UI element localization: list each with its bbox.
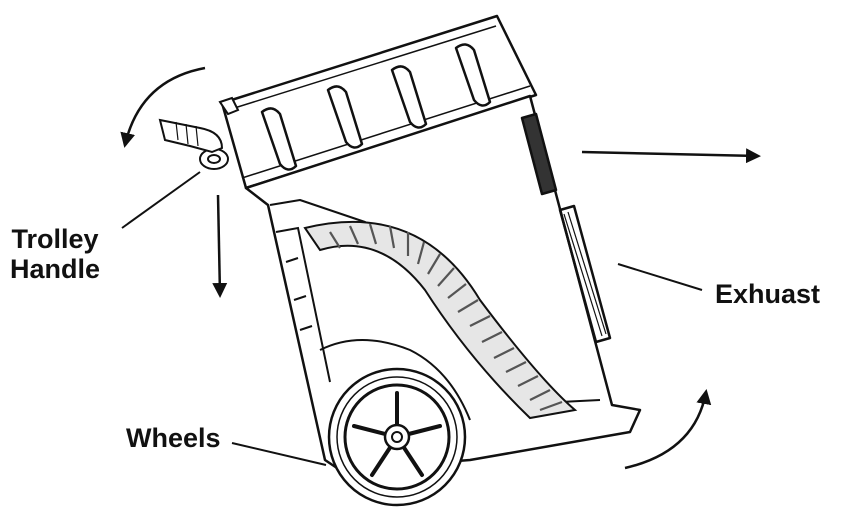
wheels-label: Wheels bbox=[126, 423, 221, 453]
unit-lid bbox=[220, 14, 538, 190]
right-arrow bbox=[581, 148, 761, 164]
motion-arrows bbox=[120, 66, 761, 470]
rotate-arrow-bottom-right bbox=[624, 389, 712, 470]
intake-grille bbox=[303, 220, 578, 420]
trolley-handle-label: Trolley Handle bbox=[10, 224, 100, 284]
wheel bbox=[327, 367, 467, 507]
down-arrow bbox=[212, 194, 228, 298]
exhaust-leader bbox=[617, 263, 703, 291]
trolley-handle bbox=[158, 96, 240, 170]
trolley-label-line1: Trolley bbox=[11, 224, 99, 254]
wheels-leader bbox=[231, 442, 327, 466]
trolley-leader bbox=[121, 171, 201, 229]
leader-lines bbox=[121, 171, 703, 466]
rotate-arrow-top-left bbox=[120, 66, 206, 148]
trolley-label-line2: Handle bbox=[10, 254, 101, 285]
exhaust-label: Exhuast bbox=[715, 279, 821, 309]
side-frame bbox=[275, 226, 471, 421]
